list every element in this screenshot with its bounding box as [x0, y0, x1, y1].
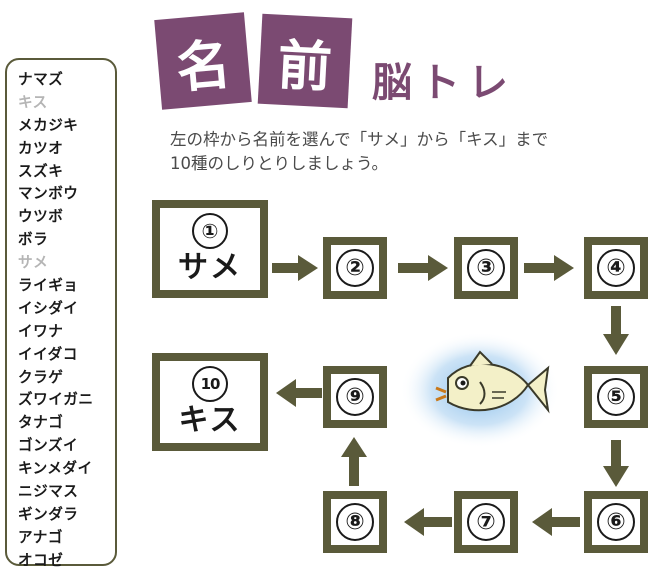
word-list-item: ギンダラ	[18, 505, 79, 523]
word-list-item: キス	[18, 93, 48, 111]
instructions-text: 左の枠から名前を選んで「サメ」から「キス」まで 10種のしりとりしましょう。	[170, 130, 549, 173]
word-list-item: アナゴ	[18, 528, 63, 546]
word-list-panel: ナマズキスメカジキカツオスズキマンボウウツボボラサメライギョイシダイイワナイイダ…	[5, 58, 117, 569]
answer-box-4[interactable]: ④	[584, 237, 648, 299]
title-subtitle: 脳トレ	[372, 60, 516, 106]
answer-box-1: ① サメ	[152, 200, 268, 298]
word-list-item: カツオ	[18, 139, 64, 157]
word-list-item: イワナ	[18, 322, 64, 340]
word-list-item: スズキ	[18, 162, 64, 180]
word-list-item: ウツボ	[18, 208, 64, 226]
box-number: ⑨	[336, 378, 374, 416]
answer-box-2[interactable]: ②	[323, 237, 387, 299]
word-list-item: サメ	[18, 254, 49, 272]
arrow-up-icon	[341, 437, 367, 486]
box-number: ⑥	[597, 503, 635, 541]
word-list-item: イシダイ	[18, 299, 79, 317]
answer-box-5[interactable]: ⑤	[584, 366, 648, 428]
word-list-item: オコゼ	[18, 551, 64, 569]
answer-box-3[interactable]: ③	[454, 237, 518, 299]
word-list-item: メカジキ	[18, 116, 79, 134]
arrow-left-icon	[404, 508, 452, 536]
word-list-item: マンボウ	[18, 185, 79, 203]
word-list: ナマズキスメカジキカツオスズキマンボウウツボボラサメライギョイシダイイワナイイダ…	[7, 60, 115, 573]
arrow-right-icon	[524, 255, 574, 281]
answer-box-7[interactable]: ⑦	[454, 491, 518, 553]
word-list-item: ライギョ	[18, 277, 79, 295]
arrow-left-icon	[276, 379, 322, 407]
box-word: キス	[178, 403, 242, 438]
word-list-item: クラゲ	[18, 368, 64, 386]
box-number: ⑦	[467, 503, 505, 541]
word-list-item: イイダコ	[18, 345, 78, 363]
answer-box-6[interactable]: ⑥	[584, 491, 648, 553]
box-number: ①	[192, 213, 228, 249]
arrow-left-icon	[532, 508, 580, 536]
arrow-down-icon	[603, 440, 629, 487]
word-list-item: ズワイガニ	[18, 391, 94, 409]
box-number: ③	[467, 249, 505, 287]
word-list-item: ボラ	[18, 231, 49, 249]
box-number: ②	[336, 249, 374, 287]
arrow-right-icon	[272, 255, 318, 281]
word-list-item: タナゴ	[18, 414, 64, 432]
box-number: ⑤	[597, 378, 635, 416]
word-list-item: キンメダイ	[18, 460, 93, 478]
fish-icon	[400, 332, 560, 448]
word-list-item: ニジマス	[18, 483, 79, 501]
answer-box-10: 10 キス	[152, 353, 268, 451]
arrow-down-icon	[603, 306, 629, 355]
arrow-right-icon	[398, 255, 448, 281]
box-word: サメ	[178, 250, 242, 285]
answer-box-9[interactable]: ⑨	[323, 366, 387, 428]
box-number: 10	[192, 366, 228, 402]
box-number: ④	[597, 249, 635, 287]
word-list-item: ナマズ	[18, 71, 64, 88]
answer-box-8[interactable]: ⑧	[323, 491, 387, 553]
word-list-item: ゴンズイ	[18, 437, 79, 455]
box-number: ⑧	[336, 503, 374, 541]
